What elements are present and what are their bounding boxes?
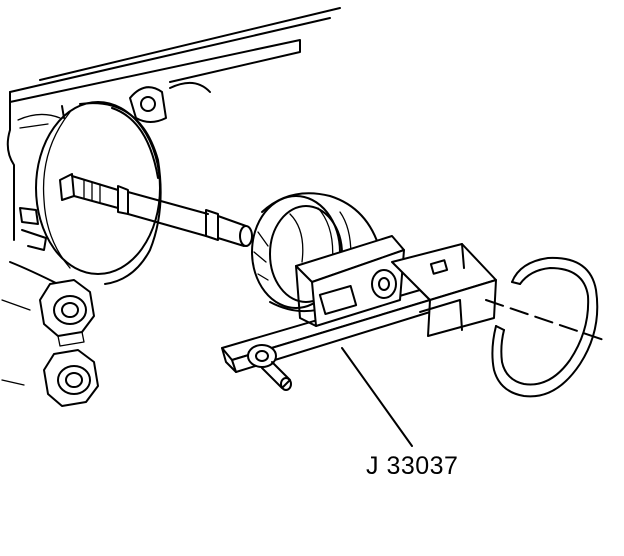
puller-tool (221, 235, 497, 391)
housing-block (1, 7, 341, 386)
housing-bore (19, 101, 162, 285)
tool-callout-label: J 33037 (366, 452, 459, 480)
snap-ring (491, 256, 599, 398)
callout-leader-line (341, 347, 413, 447)
hex-nut-lower (43, 349, 99, 407)
hex-nut-upper (39, 279, 95, 347)
shaft (59, 173, 253, 247)
alignment-dashed-line (485, 299, 605, 341)
